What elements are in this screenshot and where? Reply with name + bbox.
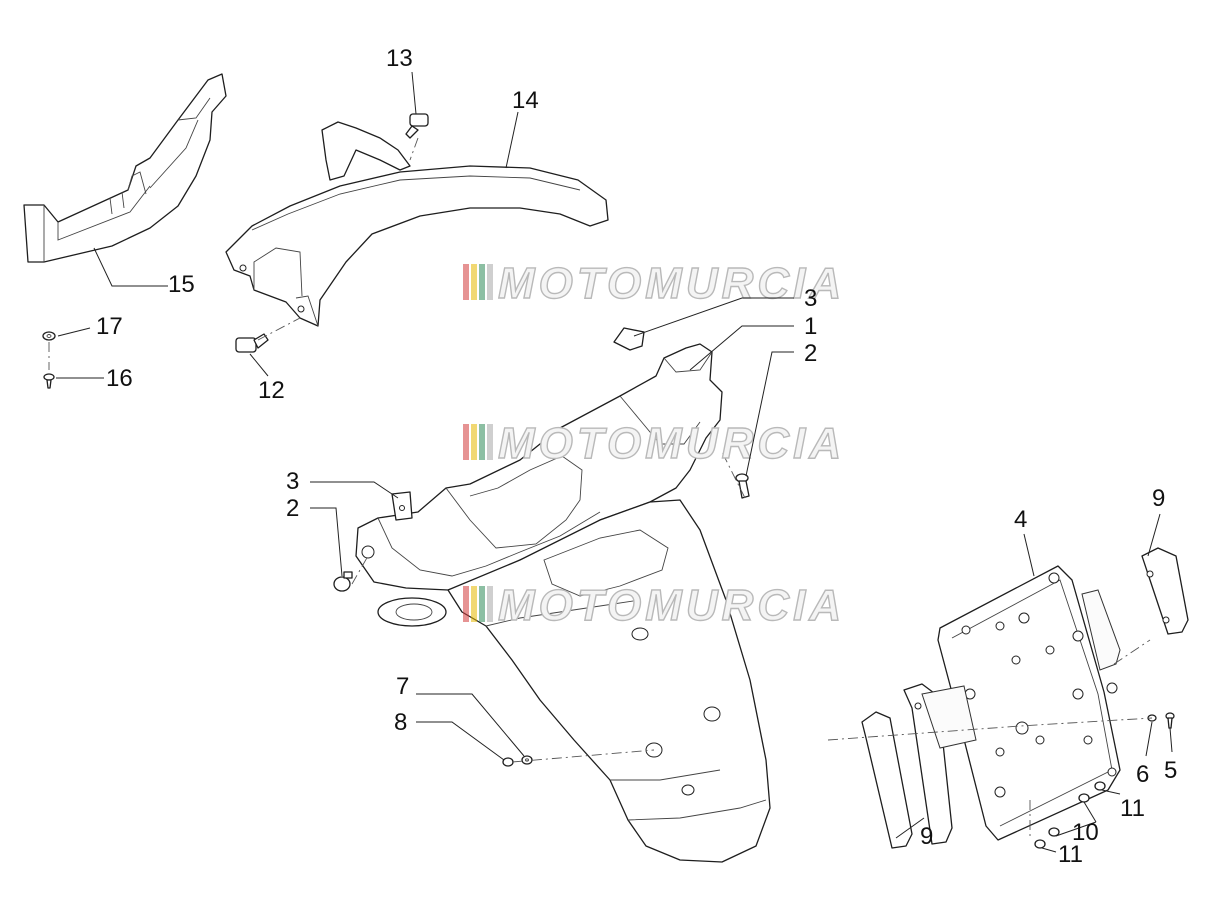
part-7-washer bbox=[521, 755, 533, 765]
callout-16: 16 bbox=[106, 365, 133, 392]
part-10-nuts bbox=[1048, 793, 1090, 837]
plate-holes bbox=[961, 572, 1118, 798]
callout-3: 3 bbox=[804, 285, 817, 312]
callout-7: 7 bbox=[396, 673, 409, 700]
part-9-rubber-pad-left bbox=[861, 683, 977, 849]
watermark-bottom: MOTOMURCIA bbox=[463, 580, 845, 631]
part-3-clip-top bbox=[613, 327, 645, 351]
watermark-text: MOTOMURCIA bbox=[498, 259, 845, 308]
callout-8: 8 bbox=[394, 709, 407, 736]
part-15-side-cover bbox=[23, 73, 227, 263]
callout-11: 11 bbox=[1058, 841, 1083, 868]
part-9-rubber-pad-right bbox=[1141, 547, 1189, 635]
callout-9: 9 bbox=[1152, 485, 1165, 512]
callout-labels: 1 2 2 3 3 4 5 6 7 8 9 9 10 11 11 12 13 1… bbox=[96, 45, 1177, 868]
part-3-clip-left bbox=[391, 491, 413, 521]
part-13-screw bbox=[405, 113, 429, 139]
part-11-washers bbox=[1034, 781, 1106, 849]
callout-13: 13 bbox=[386, 45, 413, 72]
callout-11: 11 bbox=[1120, 795, 1145, 822]
callout-2: 2 bbox=[804, 340, 817, 367]
callout-6: 6 bbox=[1136, 761, 1149, 788]
callout-14: 14 bbox=[512, 87, 539, 114]
watermark-text: MOTOMURCIA bbox=[498, 581, 845, 630]
callout-9: 9 bbox=[920, 823, 933, 850]
callout-1: 1 bbox=[804, 313, 817, 340]
callout-10: 10 bbox=[1072, 819, 1099, 846]
part-14-inner-mudguard bbox=[225, 121, 609, 327]
callout-4: 4 bbox=[1014, 506, 1027, 533]
callout-2: 2 bbox=[286, 495, 299, 522]
part-8-nut bbox=[502, 757, 514, 767]
callout-5: 5 bbox=[1164, 757, 1177, 784]
part-16-screw bbox=[43, 373, 55, 389]
part-4-plate-holder bbox=[937, 565, 1121, 841]
part-2-screw-right bbox=[735, 473, 750, 499]
part-12-bolt bbox=[235, 333, 269, 353]
watermark-top: MOTOMURCIA bbox=[463, 258, 845, 309]
part-5-screw bbox=[1165, 712, 1175, 729]
callout-12: 12 bbox=[258, 377, 285, 404]
part-2-screw-left bbox=[333, 571, 353, 592]
callout-17: 17 bbox=[96, 313, 123, 340]
callout-3: 3 bbox=[286, 468, 299, 495]
callout-15: 15 bbox=[168, 271, 195, 298]
assembly-axes bbox=[48, 137, 1153, 836]
watermark-text: MOTOMURCIA bbox=[498, 419, 845, 468]
watermark-middle: MOTOMURCIA bbox=[463, 418, 845, 469]
leader-lines bbox=[56, 71, 1173, 853]
part-17-washer bbox=[42, 331, 56, 341]
